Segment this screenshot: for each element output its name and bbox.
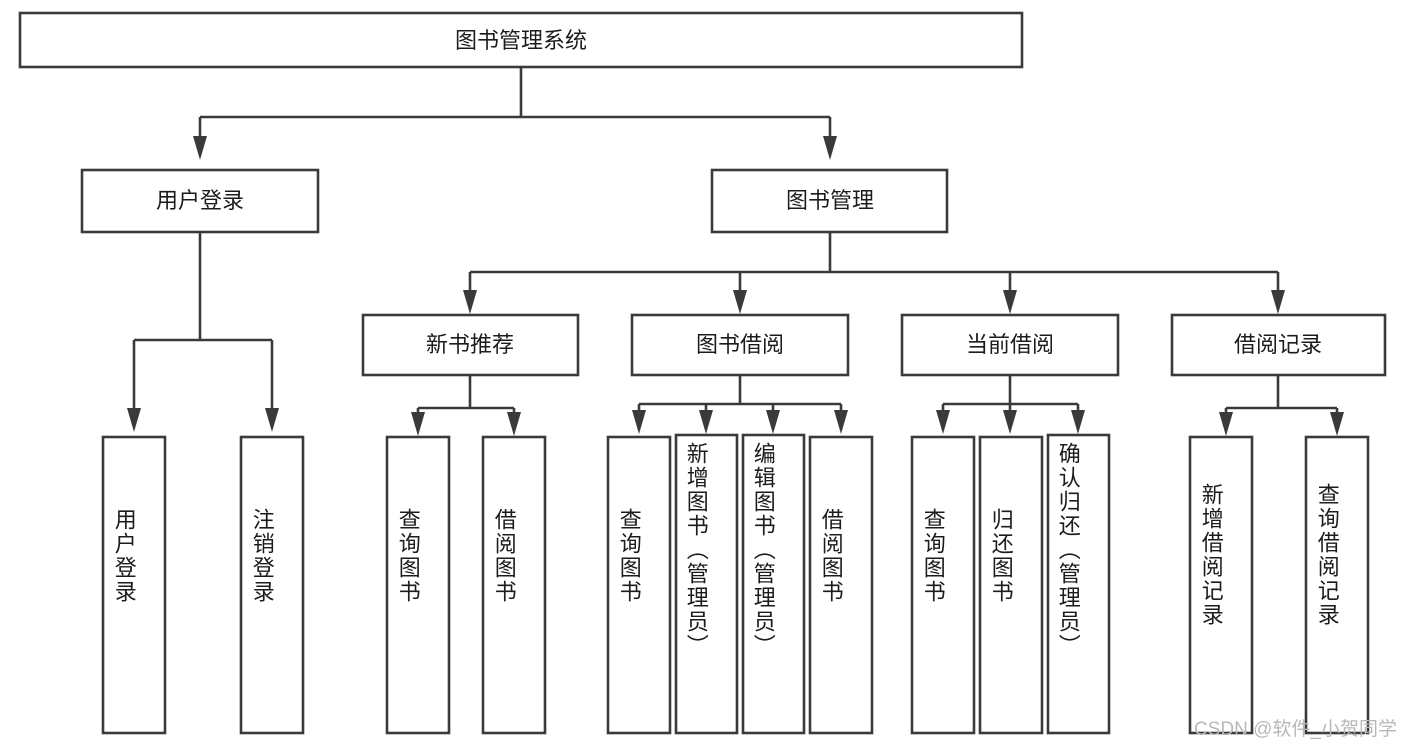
node-leaf-confirm-return-admin-label: 确认归还（管理员） (1055, 442, 1081, 658)
node-new-book-recommend-rect[interactable] (361, 313, 580, 377)
arrow-head-leaf-query-borrow-record (1330, 412, 1344, 436)
arrow-head-leaf-add-book-admin (699, 410, 713, 434)
node-user-login-label: 用户登录 (156, 188, 244, 213)
node-leaf-query-borrow-record-rect[interactable] (1304, 435, 1370, 735)
node-borrow-record[interactable]: 借阅记录 (1170, 313, 1387, 377)
connector-group-user-login (127, 232, 279, 432)
node-book-borrow[interactable]: 图书借阅 (630, 313, 850, 377)
node-book-management-label: 图书管理 (786, 188, 874, 213)
connector-group-root (193, 67, 837, 160)
arrow-head-new-book-recommend (463, 290, 477, 314)
arrow-head-leaf-confirm-return-admin (1071, 410, 1085, 434)
csdn-watermark: CSDN @软件_小贺同学 (1194, 719, 1397, 740)
node-book-borrow-label: 图书借阅 (696, 332, 784, 357)
arrow-head-borrow-record (1271, 290, 1285, 314)
node-leaf-edit-book-admin-label: 编辑图书（管理员） (750, 442, 776, 658)
connector-group-new-book-recommend (411, 375, 521, 436)
arrow-head-current-borrow (1003, 290, 1017, 314)
node-leaf-return-book-rect[interactable] (978, 435, 1044, 735)
node-leaf-add-book-admin-label: 新增图书（管理员） (683, 442, 709, 658)
node-root-rect[interactable] (18, 11, 1024, 69)
node-leaf-logout-login-rect[interactable] (239, 435, 305, 735)
node-leaf-logout-login-label: 注销登录 (249, 508, 275, 604)
arrow-head-leaf-add-borrow-record (1219, 412, 1233, 436)
node-leaf-query-book-3-label: 查询图书 (920, 508, 946, 604)
node-new-book-recommend[interactable]: 新书推荐 (361, 313, 580, 377)
node-leaf-edit-book-admin-rect[interactable] (741, 433, 806, 735)
arrow-head-leaf-borrow-book-1 (507, 412, 521, 436)
arrow-head-leaf-logout-login (265, 408, 279, 432)
connector-group-current-borrow (936, 375, 1085, 434)
node-leaf-user-login-rect[interactable] (101, 435, 167, 735)
node-leaf-query-book-1-label: 查询图书 (395, 508, 421, 604)
arrow-head-leaf-query-book-2 (632, 410, 646, 434)
node-leaf-user-login-label: 用户登录 (111, 508, 137, 604)
connector-group-book-borrow (632, 375, 848, 434)
node-root-label: 图书管理系统 (455, 28, 587, 53)
node-leaf-borrow-book-2-label: 借阅图书 (818, 508, 844, 604)
node-leaf-add-borrow-record-rect[interactable] (1188, 435, 1254, 735)
arrow-head-user-login (193, 136, 207, 160)
node-leaf-query-book-2-label: 查询图书 (616, 508, 642, 604)
node-root[interactable]: 图书管理系统 (18, 11, 1024, 69)
connector-group-book-management (463, 232, 1285, 314)
node-leaf-confirm-return-admin-rect[interactable] (1046, 433, 1111, 735)
node-current-borrow-rect[interactable] (900, 313, 1120, 377)
node-borrow-record-label: 借阅记录 (1234, 332, 1322, 357)
node-user-login[interactable]: 用户登录 (80, 168, 320, 234)
arrow-head-book-borrow (733, 290, 747, 314)
node-leaf-return-book-label: 归还图书 (988, 508, 1014, 604)
node-leaf-add-borrow-record-label: 新增借阅记录 (1198, 483, 1224, 627)
node-leaf-query-book-2-rect[interactable] (606, 435, 672, 735)
node-book-borrow-rect[interactable] (630, 313, 850, 377)
arrow-head-leaf-user-login (127, 408, 141, 432)
node-leaf-query-book-1-rect[interactable] (385, 435, 451, 735)
node-new-book-recommend-label: 新书推荐 (426, 332, 514, 357)
node-current-borrow-label: 当前借阅 (966, 332, 1054, 357)
node-leaf-borrow-book-2-rect[interactable] (808, 435, 874, 735)
node-leaf-borrow-book-1-rect[interactable] (481, 435, 547, 735)
node-current-borrow[interactable]: 当前借阅 (900, 313, 1120, 377)
node-leaf-add-book-admin-rect[interactable] (674, 433, 739, 735)
node-book-management[interactable]: 图书管理 (710, 168, 949, 234)
node-user-login-rect[interactable] (80, 168, 320, 234)
arrow-head-leaf-borrow-book-2 (834, 410, 848, 434)
node-borrow-record-rect[interactable] (1170, 313, 1387, 377)
arrow-head-leaf-edit-book-admin (766, 410, 780, 434)
node-book-management-rect[interactable] (710, 168, 949, 234)
node-leaf-borrow-book-1-label: 借阅图书 (491, 508, 517, 604)
arrow-head-leaf-query-book-1 (411, 412, 425, 436)
connector-group-borrow-record (1219, 375, 1344, 436)
node-leaf-query-borrow-record-label: 查询借阅记录 (1314, 483, 1340, 627)
arrow-head-leaf-return-book (1003, 410, 1017, 434)
arrow-head-book-management (823, 136, 837, 160)
arrow-head-leaf-query-book-3 (936, 410, 950, 434)
node-leaf-query-book-3-rect[interactable] (910, 435, 976, 735)
